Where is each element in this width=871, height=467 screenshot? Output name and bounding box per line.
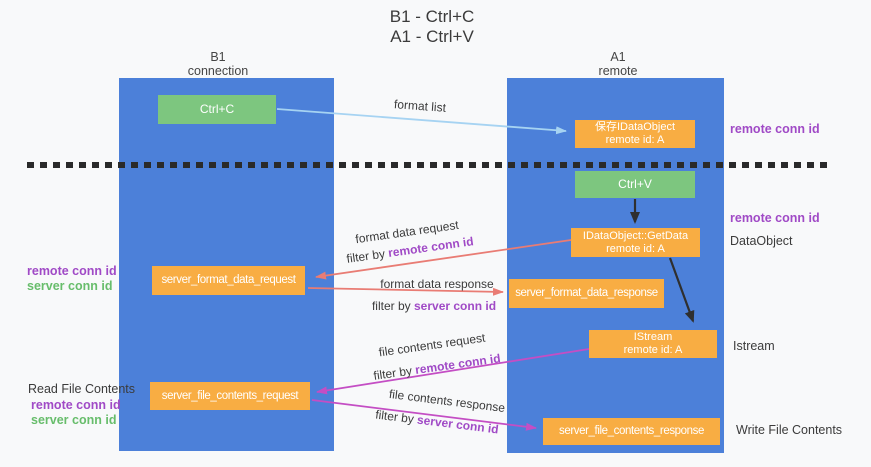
left-column-role: connection [187, 64, 249, 78]
server-conn-id-text-2: server conn id [416, 412, 500, 437]
node-server-format-data-request: server_format_data_request [152, 266, 305, 295]
node-idataobject-getdata: IDataObject::GetData remote id: A [571, 228, 700, 257]
side-istream: Istream [733, 339, 775, 353]
node-server-file-contents-response: server_file_contents_response [543, 418, 720, 445]
left-column-header: B1 connection [188, 50, 248, 78]
label-filter-server-1: filter by server conn id [372, 299, 496, 313]
node-server-format-data-response: server_format_data_response [509, 279, 664, 308]
right-column-role: remote [598, 64, 638, 78]
filter-by-text-2: filter by [371, 299, 411, 313]
left-bottom-server-conn-id: server conn id [31, 413, 117, 427]
node-istream-line1: IStream [633, 331, 673, 343]
node-format-response-label: server_format_data_response [515, 287, 658, 299]
remote-conn-id-text-2: remote conn id [414, 351, 502, 377]
server-conn-id-text-1: server conn id [414, 299, 497, 313]
label-format-list-text: format list [393, 97, 447, 115]
node-istream-line2: remote id: A [623, 344, 683, 356]
side-write-file-contents-text: Write File Contents [736, 423, 843, 437]
node-istream: IStream remote id: A [589, 330, 717, 358]
node-save-idataobject-line2: remote id: A [605, 134, 665, 146]
node-save-idataobject-line1: 保存IDataObject [594, 121, 676, 133]
label-format-data-response-text: format data response [380, 277, 494, 291]
right-column-header: A1 remote [599, 50, 638, 78]
left-bottom-conn-id-stack: remote conn id server conn id [31, 398, 121, 428]
node-file-request-label: server_file_contents_request [161, 389, 299, 402]
node-ctrl-c-label: Ctrl+C [199, 102, 235, 116]
node-save-idataobject: 保存IDataObject remote id: A [575, 120, 695, 148]
left-bottom-remote-conn-id: remote conn id [31, 398, 121, 412]
filter-by-text-1: filter by [345, 246, 386, 266]
side-dataobject-text: DataObject [730, 234, 793, 248]
side-write-file-contents: Write File Contents [736, 423, 842, 437]
node-file-response-label: server_file_contents_response [558, 425, 705, 437]
left-mid-conn-id-stack: remote conn id server conn id [27, 264, 117, 294]
left-mid-remote-conn-id: remote conn id [27, 264, 117, 278]
side-remote-conn-id-mid: remote conn id [730, 211, 820, 225]
side-remote-conn-id-top-text: remote conn id [730, 122, 820, 136]
node-format-request-label: server_format_data_request [161, 274, 296, 286]
right-column-name: A1 [610, 50, 626, 64]
left-mid-server-conn-id: server conn id [27, 279, 113, 293]
side-read-file-contents-text: Read File Contents [28, 382, 136, 396]
node-server-file-contents-request: server_file_contents_request [150, 382, 310, 410]
node-ctrl-v: Ctrl+V [575, 171, 695, 198]
side-remote-conn-id-mid-text: remote conn id [730, 211, 820, 225]
label-format-list: format list [394, 97, 447, 115]
side-dataobject: DataObject [730, 234, 793, 248]
title-line-2: A1 - Ctrl+V [390, 27, 474, 46]
title-line-1: B1 - Ctrl+C [389, 7, 475, 26]
label-format-data-response: format data response [380, 277, 493, 291]
node-ctrl-v-label: Ctrl+V [618, 177, 652, 191]
node-getdata-line2: remote id: A [606, 242, 665, 255]
node-getdata-line1: IDataObject::GetData [582, 229, 689, 242]
side-read-file-contents: Read File Contents [28, 382, 135, 396]
left-column-name: B1 [210, 50, 226, 64]
side-istream-text: Istream [733, 339, 775, 353]
filter-by-text-3: filter by [372, 363, 413, 383]
diagram-title: B1 - Ctrl+C A1 - Ctrl+V [390, 7, 475, 47]
side-remote-conn-id-top: remote conn id [730, 122, 820, 136]
node-ctrl-c: Ctrl+C [158, 95, 276, 124]
filter-by-text-4: filter by [374, 407, 415, 427]
